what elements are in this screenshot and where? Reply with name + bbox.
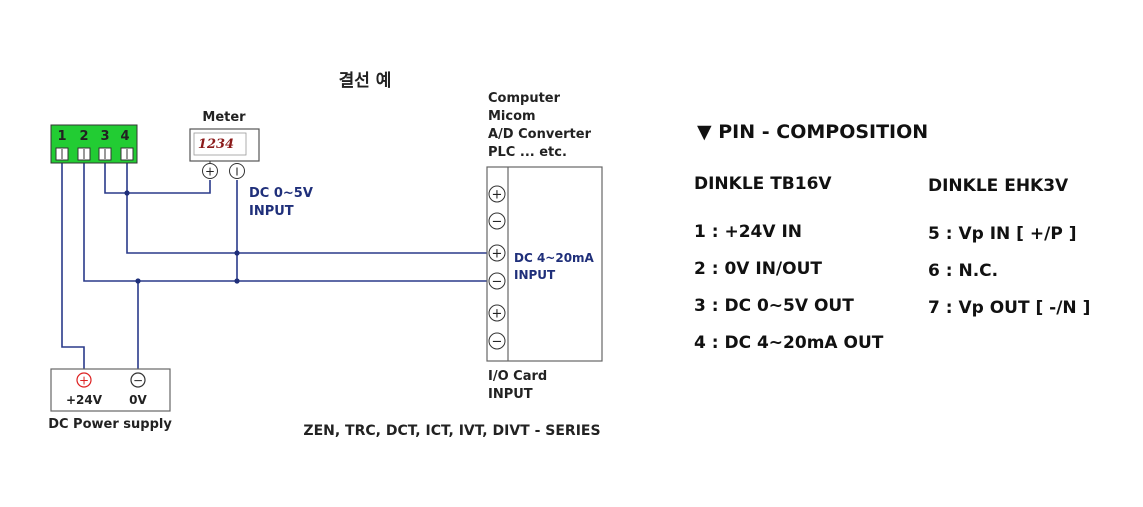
- io-input-line1: DC 4~20mA: [514, 251, 595, 265]
- io-terminal: −: [488, 212, 506, 230]
- ps-caption: DC Power supply: [48, 417, 172, 432]
- terminal-pin: 2: [77, 129, 91, 161]
- model-name: DINKLE EHK3V: [928, 176, 1069, 196]
- plus-icon: +: [492, 188, 503, 203]
- io-terminal: +: [488, 304, 506, 322]
- meter-input-line2: INPUT: [249, 204, 294, 219]
- meter-plus-terminal: [202, 163, 218, 179]
- terminal-pin: 4: [120, 129, 134, 161]
- io-terminal: −: [488, 332, 506, 350]
- computer-line: A/D Converter: [488, 127, 592, 142]
- io-card: + − + − + − DC 4~20mA INPUT I/O Card INP…: [486, 166, 603, 402]
- plus-icon: +: [205, 165, 215, 179]
- junction-dot: [234, 250, 240, 256]
- pin-composition-title-text: PIN - COMPOSITION: [718, 121, 929, 143]
- terminal-pin-label: 2: [79, 129, 88, 144]
- meter-other-terminal: [229, 163, 245, 179]
- wire-pin4-io: [126, 162, 488, 254]
- meter-display: 1234: [198, 137, 234, 152]
- triangle-down-icon: ▼: [697, 121, 712, 143]
- minus-icon: −: [492, 215, 503, 230]
- plus-icon: +: [492, 247, 503, 262]
- pin-item: 7 : Vp OUT [ -/N ]: [928, 298, 1091, 318]
- ps-plus-label: +24V: [66, 393, 103, 407]
- computer-line: Computer: [488, 91, 561, 106]
- pin-composition-title: ▼ PIN - COMPOSITION: [697, 121, 928, 143]
- meter: Meter 1234 + I DC 0~5V INPUT: [189, 110, 313, 219]
- terminal-pin: 3: [98, 129, 112, 161]
- series-caption: ZEN, TRC, DCT, ICT, IVT, DIVT - SERIES: [303, 423, 600, 439]
- diagram-title: 결선 예: [339, 71, 392, 91]
- wire-pin3-meter: [104, 162, 211, 194]
- pin-item: 6 : N.C.: [928, 261, 999, 281]
- junction-dots: [124, 190, 240, 284]
- minus-icon: −: [492, 335, 503, 350]
- pin-item: 5 : Vp IN [ +/P ]: [928, 224, 1077, 244]
- junction-dot: [234, 278, 240, 284]
- terminal-pin-label: 4: [120, 129, 129, 144]
- wire-pin1-plus24v: [61, 162, 85, 370]
- io-card-sublabel: INPUT: [488, 387, 533, 402]
- junction-dot: [124, 190, 130, 196]
- ps-plus-terminal: [76, 372, 92, 388]
- io-card-body: [486, 166, 603, 362]
- pin-item: 3 : DC 0~5V OUT: [694, 296, 854, 316]
- ps-minus-terminal: [130, 372, 146, 388]
- pin-item: 2 : 0V IN/OUT: [694, 259, 822, 279]
- junction-dot: [135, 278, 141, 284]
- pin-column-left: DINKLE TB16V 1 : +24V IN 2 : 0V IN/OUT 3…: [694, 174, 883, 370]
- power-supply-body: [50, 368, 171, 412]
- terminal-pin: 1: [55, 129, 69, 161]
- terminal-block: 1 2 3 4: [50, 124, 138, 164]
- minus-icon: −: [492, 275, 503, 290]
- pin-item: 4 : DC 4~20mA OUT: [694, 333, 884, 353]
- computer-line: PLC ... etc.: [488, 145, 567, 160]
- computer-line: Micom: [488, 109, 536, 124]
- meter-label: Meter: [202, 110, 246, 125]
- ps-zero-label: 0V: [129, 393, 147, 407]
- wire-pin2-ground: [83, 162, 488, 282]
- plus-icon: +: [492, 307, 503, 322]
- pin-column-right: DINKLE EHK3V 5 : Vp IN [ +/P ] 6 : N.C. …: [928, 176, 1090, 335]
- io-terminal: +: [488, 244, 506, 262]
- plus-icon: +: [79, 374, 89, 388]
- io-input-line2: INPUT: [514, 268, 556, 282]
- meter-input-line1: DC 0~5V: [249, 186, 313, 201]
- io-terminal: −: [488, 272, 506, 290]
- wiring-diagram: 결선 예 1 2 3 4: [48, 71, 603, 439]
- power-supply: + − +24V 0V DC Power supply: [48, 368, 172, 432]
- io-terminal: +: [488, 185, 506, 203]
- computer-label: Computer Micom A/D Converter PLC ... etc…: [488, 91, 592, 160]
- pin-item: 1 : +24V IN: [694, 222, 802, 242]
- terminal-pin-label: 1: [57, 129, 66, 144]
- minus-icon: −: [133, 374, 143, 388]
- io-card-label: I/O Card: [488, 369, 547, 384]
- model-name: DINKLE TB16V: [694, 174, 832, 194]
- meter-display-frame: [193, 132, 247, 156]
- terminal-pin-label: 3: [100, 129, 109, 144]
- line-icon: I: [235, 166, 238, 179]
